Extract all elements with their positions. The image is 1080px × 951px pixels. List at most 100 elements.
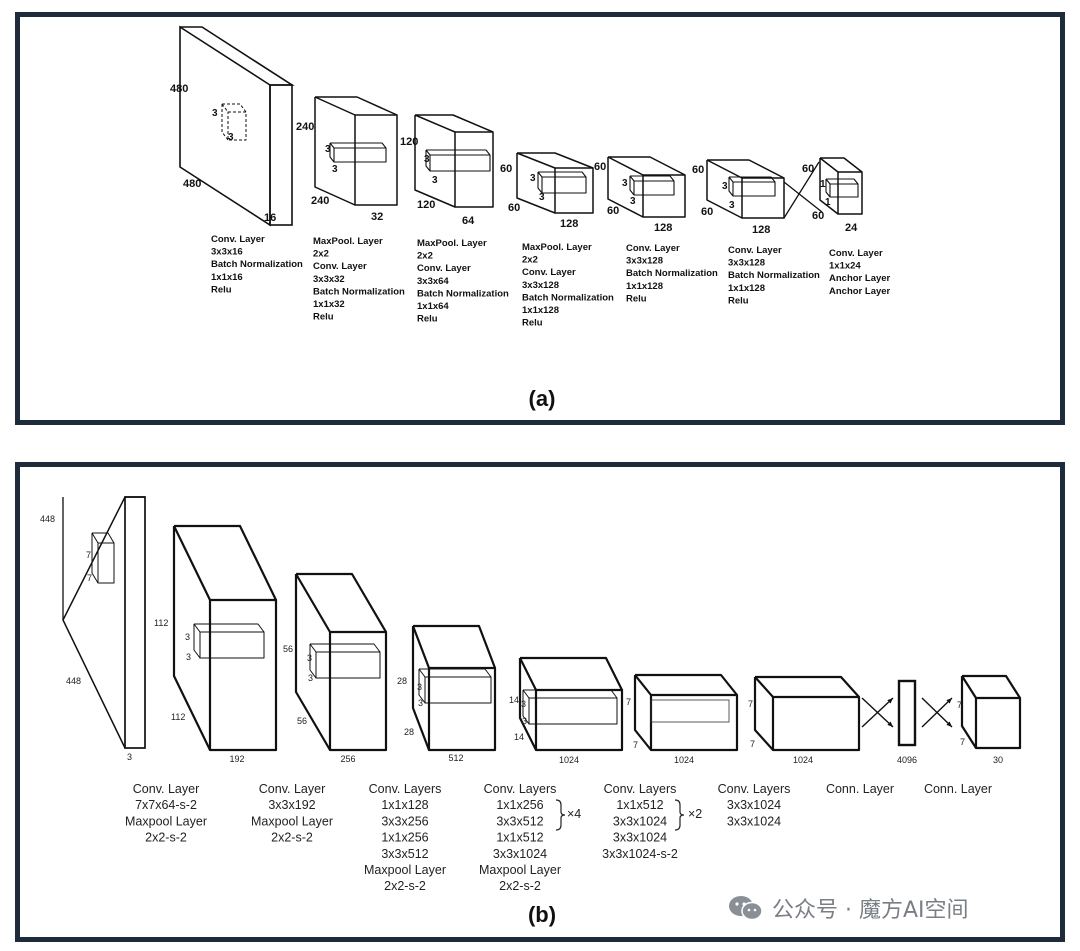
b-block-1-height: 112 <box>154 618 168 628</box>
a-caption-4-line-5: Batch Normalization <box>522 292 614 303</box>
a-caption-1-line-3: Batch Normalization <box>211 259 303 270</box>
b-fc-label: 4096 <box>897 755 917 765</box>
a-caption-5-line-4: 1x1x128 <box>626 281 663 292</box>
b-caption-1-line-3: Maxpool Layer <box>125 814 207 828</box>
a-stage-5-kernel-1: 3 <box>722 181 728 192</box>
b-arrow-2-head <box>887 698 893 704</box>
b-caption-5-line-4: 3x3x1024 <box>613 831 667 845</box>
a-caption-7-line-3: Anchor Layer <box>829 273 891 284</box>
a-stage-1-kernel-front <box>333 147 387 163</box>
b-caption-3-line-3: 3x3x256 <box>381 814 428 828</box>
b-input-height-label: 448 <box>40 514 55 524</box>
b-input-kernel-1: 7 <box>86 550 91 560</box>
a-input-kernel-back <box>221 103 247 141</box>
a-stage-5-kernel-2: 3 <box>729 200 735 211</box>
b-arrow-4-head <box>946 698 952 704</box>
b-block-6-height: 7 <box>748 699 753 709</box>
b-brace-2 <box>674 799 685 831</box>
a-caption-5-line-3: Batch Normalization <box>626 268 718 279</box>
b-block-3-back <box>411 624 497 751</box>
b-caption-4-line-3: 3x3x512 <box>496 814 543 828</box>
b-block-2-width: 56 <box>297 716 307 726</box>
a-caption-2-line-4: 3x3x32 <box>313 274 345 285</box>
b-brace-4 <box>555 799 566 831</box>
b-block-4-kernel-front <box>528 697 618 725</box>
b-repeat-2-label: ×2 <box>688 807 702 821</box>
a-stage-1-kernel-2: 3 <box>332 164 338 175</box>
b-caption-3-line-5: 3x3x512 <box>381 847 428 861</box>
a-caption-6-line-5: Relu <box>728 295 749 306</box>
b-panel-label: (b) <box>528 902 556 927</box>
b-block-5-kernel <box>650 699 730 723</box>
b-caption-6-line-1: Conv. Layers <box>718 782 791 796</box>
a-stage-6-height: 60 <box>802 163 814 175</box>
a-stage-2-height: 120 <box>400 136 418 148</box>
a-caption-5-line-2: 3x3x128 <box>626 256 663 267</box>
b-block-4-kernel-1: 3 <box>521 699 526 709</box>
watermark-text: 公众号 · 魔方AI空间 <box>772 898 969 923</box>
a-stage-1-block-front <box>354 114 398 206</box>
b-caption-3-line-7: 2x2-s-2 <box>384 879 426 893</box>
b-block-5-width: 7 <box>633 740 638 750</box>
a-caption-6-line-4: 1x1x128 <box>728 283 765 294</box>
b-block-3-kernel-2: 3 <box>418 698 423 708</box>
b-block-3-height: 28 <box>397 676 407 686</box>
a-stage-1-block-back <box>314 96 398 206</box>
b-caption-5-line-3: 3x3x1024 <box>613 814 667 828</box>
b-arrow-4 <box>921 697 953 728</box>
b-caption-4-line-5: 3x3x1024 <box>493 847 547 861</box>
a-stage-2-depth: 64 <box>462 215 475 227</box>
a-caption-2-line-1: MaxPool. Layer <box>313 236 383 247</box>
b-caption-4-line-6: Maxpool Layer <box>479 863 561 877</box>
b-block-5-depth: 1024 <box>674 755 694 765</box>
a-stage-6-kernel-2: 1 <box>825 197 831 208</box>
b-block-2-height: 56 <box>283 644 293 654</box>
a-input-width-label: 480 <box>183 178 201 190</box>
a-stage-3-kernel-back <box>537 171 587 194</box>
a-caption-3-line-1: MaxPool. Layer <box>417 238 487 249</box>
a-caption-3-line-6: 1x1x64 <box>417 301 449 312</box>
b-block-1-front <box>208 598 278 752</box>
a-stage-3-kernel-2: 3 <box>539 192 545 203</box>
b-block-2-depth: 256 <box>340 754 355 764</box>
b-block-6-depth: 1024 <box>793 755 813 765</box>
b-caption-8-line-1: Conn. Layer <box>924 782 992 796</box>
a-caption-7-line-4: Anchor Layer <box>829 286 891 297</box>
a-caption-7-line-2: 1x1x24 <box>829 261 861 272</box>
a-caption-2-line-2: 2x2 <box>313 249 329 260</box>
a-caption-4-line-1: MaxPool. Layer <box>522 242 592 253</box>
b-block-5-height: 7 <box>626 697 631 707</box>
a-caption-4-line-2: 2x2 <box>522 255 538 266</box>
b-arrow-2 <box>861 697 894 728</box>
a-stage-3-depth: 128 <box>560 218 578 230</box>
a-caption-3-line-2: 2x2 <box>417 251 433 262</box>
a-stage-4-block-back <box>607 156 686 218</box>
a-stage-4-depth: 128 <box>654 222 672 234</box>
a-stage-2-kernel-back <box>425 149 491 172</box>
a-caption-1-line-4: 1x1x16 <box>211 272 243 283</box>
a-caption-6-line-3: Batch Normalization <box>728 270 820 281</box>
a-stage-1-width: 240 <box>311 195 329 207</box>
b-block-6-front <box>771 695 861 752</box>
b-output-height: 7 <box>957 700 962 710</box>
a-connector-line-1 <box>783 161 820 219</box>
a-caption-3-line-5: Batch Normalization <box>417 288 509 299</box>
b-block-5-back <box>633 673 738 751</box>
b-fc-layer <box>897 679 917 747</box>
b-caption-3-line-4: 1x1x256 <box>381 831 428 845</box>
b-block-2-front <box>328 630 388 752</box>
wechat-icon <box>728 894 764 922</box>
b-input-depth-label: 3 <box>127 752 132 762</box>
a-stage-4-kernel-front <box>633 180 675 196</box>
b-caption-3-line-2: 1x1x128 <box>381 798 428 812</box>
b-block-4-back <box>518 656 623 751</box>
b-block-2-kernel-front <box>315 651 381 679</box>
b-block-1-back <box>172 524 277 751</box>
b-caption-5-line-5: 3x3x1024-s-2 <box>602 847 678 861</box>
a-stage-6-block-front <box>837 171 863 215</box>
b-repeat-4-label: ×4 <box>567 807 581 821</box>
a-caption-4-line-7: Relu <box>522 318 543 329</box>
b-caption-6-line-3: 3x3x1024 <box>727 814 781 828</box>
a-caption-3-line-7: Relu <box>417 314 438 325</box>
